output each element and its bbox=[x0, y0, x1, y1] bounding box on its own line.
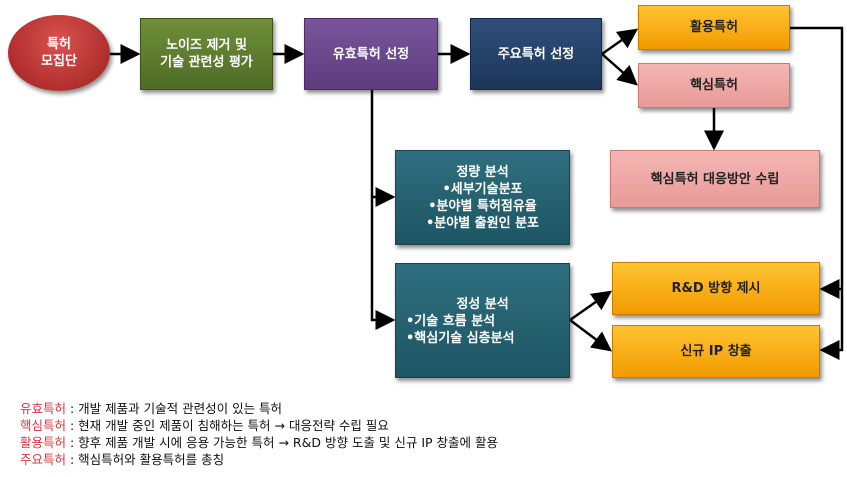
legend-definition: : 현재 개발 중인 제품이 침해하는 특허 → 대응전략 수립 필요 bbox=[66, 418, 389, 433]
arrow bbox=[790, 26, 844, 360]
legend-definition: : 개발 제품과 기술적 관련성이 있는 특허 bbox=[66, 401, 283, 416]
node-item: •기술 흐름 분석 bbox=[406, 314, 496, 329]
arrow bbox=[601, 53, 638, 86]
arrow bbox=[569, 290, 613, 322]
arrow bbox=[569, 319, 612, 352]
legend: 유효특허 : 개발 제품과 기술적 관련성이 있는 특허 핵심특허 : 현재 개… bbox=[20, 400, 498, 468]
legend-definition: : 핵심특허와 활용특허를 총칭 bbox=[66, 452, 225, 467]
node-label: 활용특허 bbox=[690, 20, 738, 35]
node-label: 유효특허 선정 bbox=[332, 46, 410, 62]
legend-term: 핵심특허 bbox=[20, 418, 67, 433]
node-label: 신규 IP 창출 bbox=[680, 344, 752, 359]
major-patent-node: 주요특허 선정 bbox=[470, 18, 602, 90]
new-ip-node: 신규 IP 창출 bbox=[612, 325, 820, 378]
arrow bbox=[370, 90, 396, 330]
core-response-node: 핵심특허 대응방안 수립 bbox=[610, 150, 820, 208]
arrow bbox=[601, 28, 639, 56]
noise-removal-node: 노이즈 제거 및 기술 관련성 평가 bbox=[140, 18, 273, 90]
node-item: •핵심기술 심층분석 bbox=[406, 331, 515, 346]
patent-pool-node: 특허 모집단 bbox=[8, 15, 110, 91]
node-label: 핵심특허 대응방안 수립 bbox=[650, 171, 780, 187]
core-patent-node: 핵심특허 bbox=[638, 63, 790, 108]
legend-item: 주요특허 : 핵심특허와 활용특허를 총칭 bbox=[20, 451, 498, 468]
node-title: 정량 분석 bbox=[456, 164, 509, 180]
legend-term: 주요특허 bbox=[20, 452, 67, 467]
node-label: 핵심특허 bbox=[690, 78, 738, 93]
node-item: •분야별 특허점유율 bbox=[428, 198, 537, 214]
node-label: R&D 방향 제시 bbox=[671, 281, 761, 296]
qualitative-analysis-node: 정성 분석 •기술 흐름 분석 •핵심기술 심층분석 bbox=[395, 263, 570, 378]
legend-definition: : 향후 제품 개발 시에 응용 가능한 특허 → R&D 방향 도출 및 신규… bbox=[66, 435, 499, 450]
node-label: 기술 관련성 평가 bbox=[160, 55, 253, 70]
node-label: 모집단 bbox=[41, 54, 77, 69]
legend-term: 유효특허 bbox=[20, 401, 67, 416]
legend-item: 유효특허 : 개발 제품과 기술적 관련성이 있는 특허 bbox=[20, 400, 498, 417]
legend-item: 활용특허 : 향후 제품 개발 시에 응용 가능한 특허 → R&D 방향 도출… bbox=[20, 434, 498, 451]
quantitative-analysis-node: 정량 분석 •세부기술분포 •분야별 특허점유율 •분야별 출원인 분포 bbox=[395, 150, 570, 245]
legend-term: 활용특허 bbox=[20, 435, 67, 450]
node-label: 노이즈 제거 및 bbox=[166, 38, 247, 53]
rnd-direction-node: R&D 방향 제시 bbox=[612, 262, 820, 315]
node-label: 특허 bbox=[47, 37, 71, 52]
node-item: •세부기술분포 bbox=[442, 181, 523, 197]
node-item: •분야별 출원인 분포 bbox=[425, 215, 540, 231]
node-label: 주요특허 선정 bbox=[497, 46, 575, 62]
valid-patent-node: 유효특허 선정 bbox=[304, 18, 438, 90]
legend-item: 핵심특허 : 현재 개발 중인 제품이 침해하는 특허 → 대응전략 수립 필요 bbox=[20, 417, 498, 434]
utilized-patent-node: 활용특허 bbox=[638, 5, 790, 50]
node-title: 정성 분석 bbox=[456, 297, 509, 312]
